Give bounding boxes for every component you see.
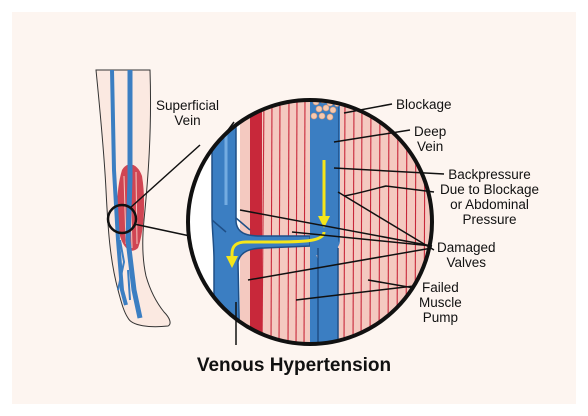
- label-failed-muscle-pump: Failed Muscle Pump: [419, 280, 462, 325]
- label-damaged-valves: Damaged Valves: [437, 240, 496, 270]
- diagram-title: Venous Hypertension: [0, 355, 588, 377]
- label-backpressure: Backpressure Due to Blockage or Abdomina…: [440, 167, 539, 227]
- label-deep-vein: Deep Vein: [414, 124, 446, 154]
- label-superficial-vein: Superficial Vein: [156, 98, 219, 128]
- label-blockage: Blockage: [396, 97, 452, 112]
